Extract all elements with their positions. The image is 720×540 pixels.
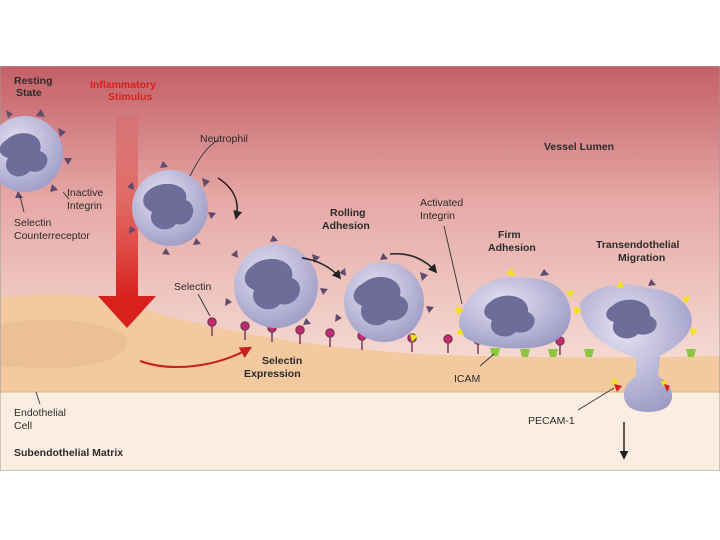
label-activated-integrin: Activated Integrin [420,197,466,222]
neutrophil-activated [127,161,216,255]
neutrophil-transmigrating [574,279,698,412]
neutrophil-rolling-1 [225,235,328,328]
pointer-lines [19,139,615,411]
selectin-expression-arrow [139,346,253,369]
neutrophil-firm-adhesion [456,268,574,349]
icam-molecules [490,348,696,357]
label-icam: ICAM [454,373,480,385]
label-rolling-adhesion: Rolling Adhesion [322,207,370,232]
label-firm-adhesion: Firm Adhesion [488,229,536,254]
label-selectin-counterreceptor: Selectin Counterreceptor [14,217,90,242]
label-transendothelial-migration: Transendothelial Migration [596,239,682,264]
label-selectin-expression: Selectin Expression [244,355,305,380]
label-endothelial-cell: Endothelial Cell [14,407,69,432]
motion-arrows [217,177,629,460]
endothelial-cell-body [0,319,128,369]
inflammatory-stimulus-arrow [98,116,156,328]
label-resting-state: Resting State [14,75,55,99]
label-inactive-integrin: Inactive Integrin [67,187,106,212]
neutrophil-rolling-2 [335,253,434,342]
label-pecam: PECAM-1 [528,415,575,427]
label-subendothelial-matrix: Subendothelial Matrix [14,447,123,459]
label-vessel-lumen: Vessel Lumen [544,141,614,153]
label-selectin: Selectin [174,281,212,293]
subendothelial-matrix-region [0,392,720,471]
leukocyte-extravasation-diagram: Resting State Inflammatory Stimulus Neut… [0,66,720,471]
label-inflammatory-stimulus: Inflammatory Stimulus [90,79,159,103]
endothelial-layer [0,294,720,394]
label-neutrophil: Neutrophil [200,133,248,145]
resting-neutrophil [0,109,72,198]
